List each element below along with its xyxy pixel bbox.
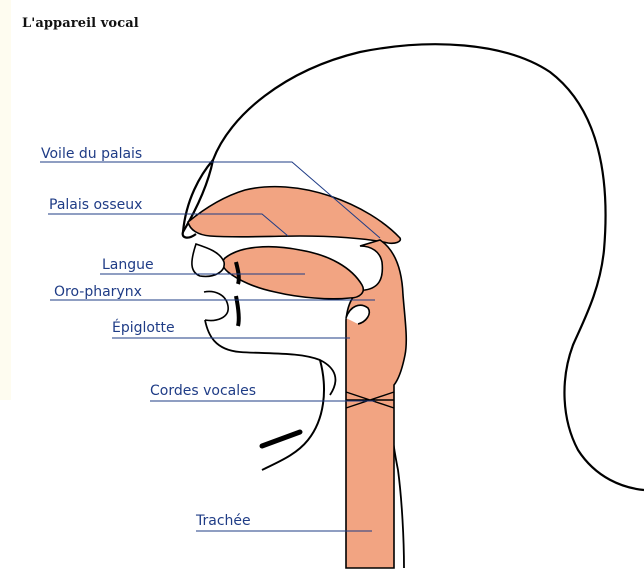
label-voile-du-palais: Voile du palais bbox=[41, 146, 142, 162]
throat-shadow bbox=[262, 432, 300, 446]
label-cordes-vocales: Cordes vocales bbox=[150, 383, 256, 399]
label-palais-osseux: Palais osseux bbox=[49, 197, 142, 213]
upper-lip bbox=[192, 244, 224, 276]
label-oro-pharynx: Oro-pharynx bbox=[54, 284, 142, 300]
teeth-upper bbox=[236, 262, 239, 284]
label-trachee: Trachée bbox=[196, 513, 251, 529]
label-epiglotte: Épiglotte bbox=[112, 320, 175, 336]
lower-lip bbox=[204, 292, 228, 321]
tongue bbox=[223, 247, 364, 299]
diagram-title: L'appareil vocal bbox=[22, 16, 139, 31]
palate-region bbox=[188, 187, 400, 244]
label-langue: Langue bbox=[102, 257, 154, 273]
neck-front-line bbox=[262, 360, 324, 470]
